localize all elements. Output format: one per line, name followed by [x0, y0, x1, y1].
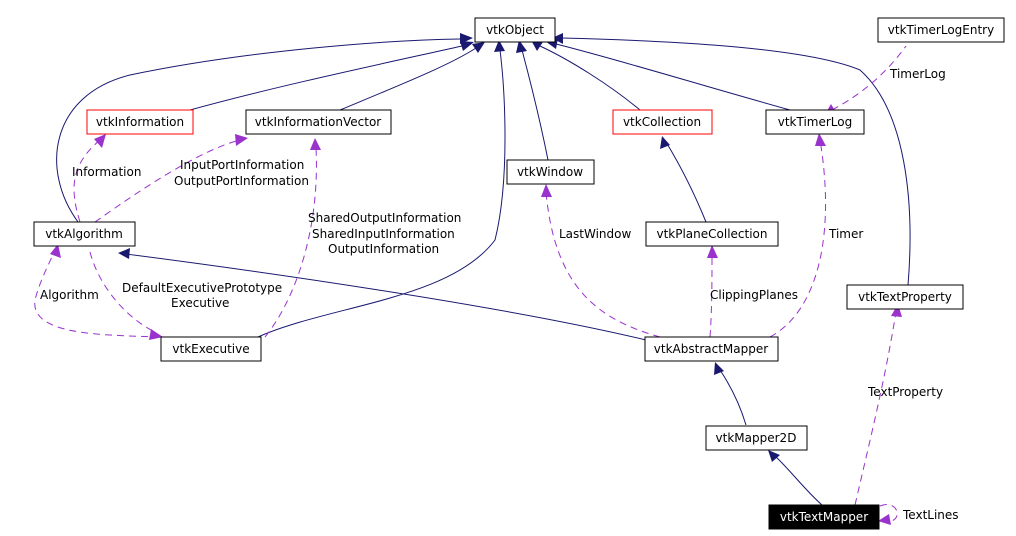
node-vtkplanecollection[interactable]: vtkPlaneCollection	[645, 221, 779, 247]
arrow-information-object	[460, 41, 474, 51]
edge-labels: TimerLog Information InputPortInformatio…	[40, 67, 959, 522]
node-vtktextmapper[interactable]: vtkTextMapper	[768, 504, 880, 530]
edge-textproperty-to-object	[561, 37, 911, 286]
node-vtkinformationvector[interactable]: vtkInformationVector	[245, 109, 392, 135]
edge-mapper2d-to-abstractmapper	[719, 369, 747, 426]
arrow-usage-shared	[310, 138, 321, 150]
node-vtkmapper2d[interactable]: vtkMapper2D	[705, 425, 808, 451]
arrow-mapper2d-abstractmapper	[714, 362, 724, 375]
arrow-usage-executive	[149, 329, 163, 340]
inheritance-edges	[56, 33, 911, 506]
edge-information-to-object	[189, 45, 463, 111]
arrow-usage-lastwindow	[541, 184, 552, 197]
edge-executive-to-object	[257, 49, 506, 338]
arrow-abstractmapper-algorithm	[118, 248, 130, 259]
edge-timerlogentry-to-timerlog	[831, 45, 907, 111]
arrow-usage-information	[94, 134, 106, 148]
arrow-algorithm-object	[460, 33, 473, 44]
arrow-usage-textlines	[878, 514, 891, 525]
label-lastwindow: LastWindow	[559, 227, 631, 241]
label-executive: Executive	[171, 296, 229, 310]
node-vtkplanecollection-label: vtkPlaneCollection	[656, 227, 767, 241]
arrow-usage-algorithm	[50, 244, 61, 258]
edge-executive-to-algorithm	[89, 251, 156, 333]
usage-edges	[34, 45, 907, 525]
node-vtktimerlogentry[interactable]: vtkTimerLogEntry	[877, 17, 1005, 43]
arrow-planecollection-collection	[660, 136, 670, 149]
arrow-collection-object	[531, 40, 543, 51]
label-algorithm: Algorithm	[40, 288, 99, 302]
arrow-executive-object	[494, 40, 505, 52]
edge-timerlog-to-object	[555, 43, 791, 111]
label-timer: Timer	[828, 227, 863, 241]
node-vtktimerlog-label: vtkTimerLog	[778, 115, 853, 129]
label-clippingplanes: ClippingPlanes	[710, 288, 798, 302]
arrow-usage-textproperty	[891, 304, 902, 317]
edge-window-to-abstractmapper	[545, 191, 661, 338]
label-sharedinput: SharedInputInformation	[312, 227, 455, 241]
node-vtkabstractmapper[interactable]: vtkAbstractMapper	[644, 336, 779, 362]
node-vtkcollection-label: vtkCollection	[623, 115, 701, 129]
node-vtktextproperty-label: vtkTextProperty	[858, 290, 952, 304]
edge-textproperty-to-textmapper	[854, 311, 897, 506]
node-vtkalgorithm[interactable]: vtkAlgorithm	[33, 221, 136, 247]
nodes: vtkObject vtkTimerLogEntry vtkInformatio…	[33, 17, 1005, 530]
arrow-textmapper-mapper2d	[768, 450, 780, 462]
arrow-usage-timer	[815, 133, 826, 146]
arrow-textproperty-object	[552, 33, 563, 44]
node-vtkabstractmapper-label: vtkAbstractMapper	[654, 342, 768, 356]
label-information: Information	[72, 165, 141, 179]
node-vtkalgorithm-label: vtkAlgorithm	[45, 227, 123, 241]
arrow-usage-inputport	[235, 134, 248, 146]
label-textproperty: TextProperty	[867, 385, 943, 399]
label-outputinfo: OutputInformation	[328, 242, 439, 256]
edge-information-to-algorithm	[73, 139, 101, 223]
edge-planecollection-to-collection	[665, 141, 707, 223]
label-sharedoutput: SharedOutputInformation	[308, 211, 461, 225]
node-vtktextproperty[interactable]: vtkTextProperty	[846, 284, 964, 310]
node-vtkexecutive[interactable]: vtkExecutive	[160, 336, 262, 362]
node-vtkobject-label: vtkObject	[486, 23, 544, 37]
arrow-informationvector-object	[472, 42, 485, 53]
edge-informationvector-to-executive	[264, 147, 317, 338]
edge-algorithm-to-object	[56, 38, 461, 223]
edge-textmapper-to-mapper2d	[775, 456, 823, 506]
node-vtkmapper2d-label: vtkMapper2D	[716, 431, 797, 445]
node-vtkobject[interactable]: vtkObject	[474, 17, 556, 43]
label-inputport: InputPortInformation	[180, 158, 304, 172]
node-vtkcollection[interactable]: vtkCollection	[612, 109, 713, 135]
node-vtkwindow[interactable]: vtkWindow	[506, 159, 595, 185]
node-vtkexecutive-label: vtkExecutive	[172, 342, 249, 356]
node-vtktimerlogentry-label: vtkTimerLogEntry	[888, 23, 994, 37]
label-defaultexec: DefaultExecutivePrototype	[122, 281, 282, 295]
label-outputport: OutputPortInformation	[174, 174, 309, 188]
node-vtkwindow-label: vtkWindow	[517, 165, 583, 179]
node-vtkinformation-label: vtkInformation	[96, 115, 184, 129]
edge-planecollection-to-abstractmapper	[709, 251, 713, 338]
node-vtkinformation[interactable]: vtkInformation	[86, 109, 194, 135]
label-timerlog: TimerLog	[889, 67, 946, 81]
edge-abstractmapper-to-algorithm	[125, 253, 647, 341]
node-vtkinformationvector-label: vtkInformationVector	[255, 115, 382, 129]
edge-window-to-object	[521, 49, 549, 161]
edge-timerlog-to-abstractmapper	[769, 139, 827, 338]
edge-informationvector-to-object	[339, 47, 477, 111]
arrow-usage-clipping	[707, 245, 718, 258]
node-vtktimerlog[interactable]: vtkTimerLog	[765, 109, 865, 135]
label-textlines: TextLines	[902, 508, 959, 522]
arrow-window-object	[516, 40, 527, 53]
node-vtktextmapper-label: vtkTextMapper	[780, 510, 868, 524]
edge-collection-to-object	[539, 45, 641, 111]
edge-informationvector-to-algorithm	[94, 139, 241, 223]
